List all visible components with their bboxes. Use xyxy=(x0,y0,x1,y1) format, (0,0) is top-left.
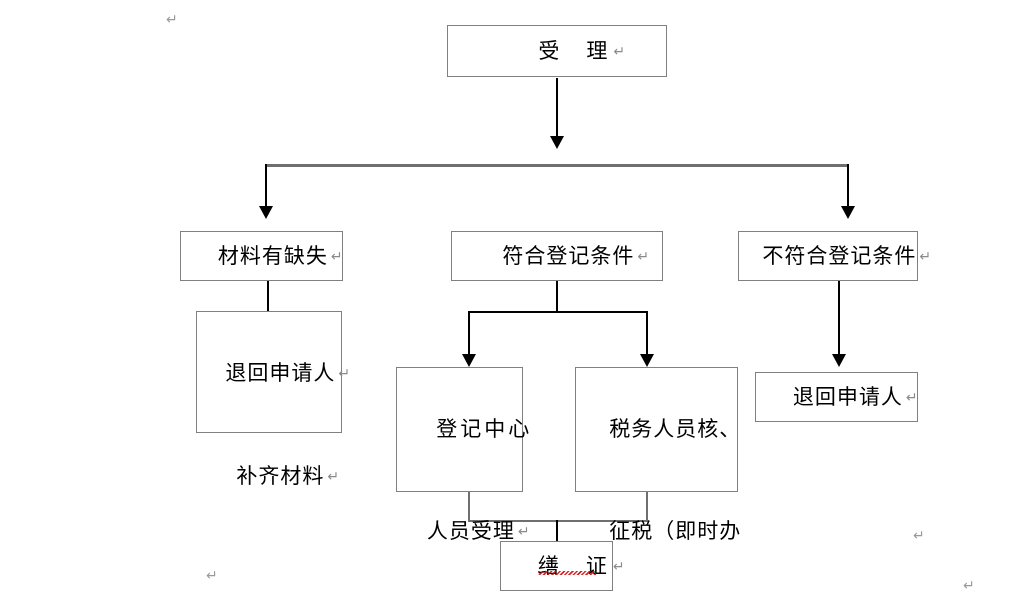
node-return-applicant-supplement[interactable]: 退回申请人↵ 补齐材料↵ xyxy=(196,311,350,488)
pilcrow-mark: ↵ xyxy=(327,469,340,485)
node-registration-center-staff[interactable]: 登记中心 人员受理↵ xyxy=(396,367,530,543)
arrowhead-accept-to-bus xyxy=(550,136,564,149)
pilcrow-mark: ↵ xyxy=(637,248,650,265)
arrowhead-split-to-tax-staff xyxy=(640,354,654,367)
pilcrow-mark: ↵ xyxy=(905,389,918,406)
node-registration-center-line-1: 登记中心 xyxy=(436,417,533,441)
node-accept-line-1: 受 理↵ xyxy=(538,38,626,63)
node-not-meets-conditions-line-1: 不符合登记条件↵ xyxy=(762,243,932,268)
node-not-meets-conditions[interactable]: 不符合登记条件↵ xyxy=(738,231,931,281)
connector-tax-staff-down xyxy=(646,492,648,522)
node-tax-staff-line-1: 税务人员核、 xyxy=(609,417,742,441)
misspelled-text: 缮 证 xyxy=(537,553,610,578)
stray-pilcrow-bottom-far-right: ↵ xyxy=(963,578,975,594)
node-materials-missing[interactable]: 材料有缺失↵ xyxy=(180,231,343,281)
connector-accept-to-bus xyxy=(556,78,558,140)
stray-pilcrow-bottom-right: ↵ xyxy=(913,528,925,544)
connector-bus-to-not-meets-conditions xyxy=(847,164,849,209)
pilcrow-mark: ↵ xyxy=(919,248,932,265)
pilcrow-mark: ↵ xyxy=(612,558,625,575)
pilcrow-mark: ↵ xyxy=(517,524,530,540)
arrowhead-bus-to-materials-missing xyxy=(259,206,273,219)
node-materials-missing-line-1: 材料有缺失↵ xyxy=(217,243,343,268)
connector-materials-missing-to-supplement xyxy=(267,281,269,311)
node-return-applicant-line-1: 退回申请人↵ xyxy=(792,384,918,409)
arrowhead-not-meets-to-return-applicant xyxy=(832,354,846,367)
node-accept[interactable]: 受 理↵ xyxy=(447,25,667,77)
connector-meets-conditions-stem xyxy=(556,281,558,313)
connector-merge-to-issue-certificate xyxy=(556,520,558,542)
pilcrow-mark: ↵ xyxy=(338,366,351,382)
node-return-supplement-line-1: 退回申请人↵ xyxy=(225,361,351,385)
node-meets-conditions-line-1: 符合登记条件↵ xyxy=(502,243,650,268)
arrowhead-bus-to-not-meets-conditions xyxy=(841,206,855,219)
connector-split-to-tax-staff xyxy=(646,311,648,357)
node-registration-center-line-2: 人员受理↵ xyxy=(426,519,530,543)
arrowhead-split-to-registration-center xyxy=(462,354,476,367)
node-issue-certificate[interactable]: 缮 证↵ xyxy=(500,541,625,591)
connector-merge-horizontal xyxy=(468,520,648,522)
node-tax-staff-levy[interactable]: 税务人员核、 征税（即时办 结） 需刷卡↵ xyxy=(575,367,740,543)
node-tax-staff-line-2: 征税（即时办 xyxy=(609,519,742,543)
node-return-applicant[interactable]: 退回申请人↵ xyxy=(755,372,918,422)
connector-not-meets-to-return-applicant xyxy=(838,281,840,357)
connector-bus-to-materials-missing xyxy=(265,164,267,209)
stray-pilcrow-top-left: ↵ xyxy=(166,12,178,28)
pilcrow-mark: ↵ xyxy=(330,248,343,265)
node-meets-conditions[interactable]: 符合登记条件↵ xyxy=(451,231,663,281)
connector-meets-conditions-split xyxy=(468,311,648,313)
stray-pilcrow-bottom-left: ↵ xyxy=(206,568,218,584)
connector-registration-center-down xyxy=(468,492,470,522)
connector-split-to-registration-center xyxy=(468,311,470,357)
node-issue-certificate-line-1: 缮 证↵ xyxy=(488,515,625,601)
node-return-supplement-line-2: 补齐材料↵ xyxy=(236,464,340,488)
connector-bus-horizontal xyxy=(265,164,849,167)
pilcrow-mark: ↵ xyxy=(613,43,626,60)
